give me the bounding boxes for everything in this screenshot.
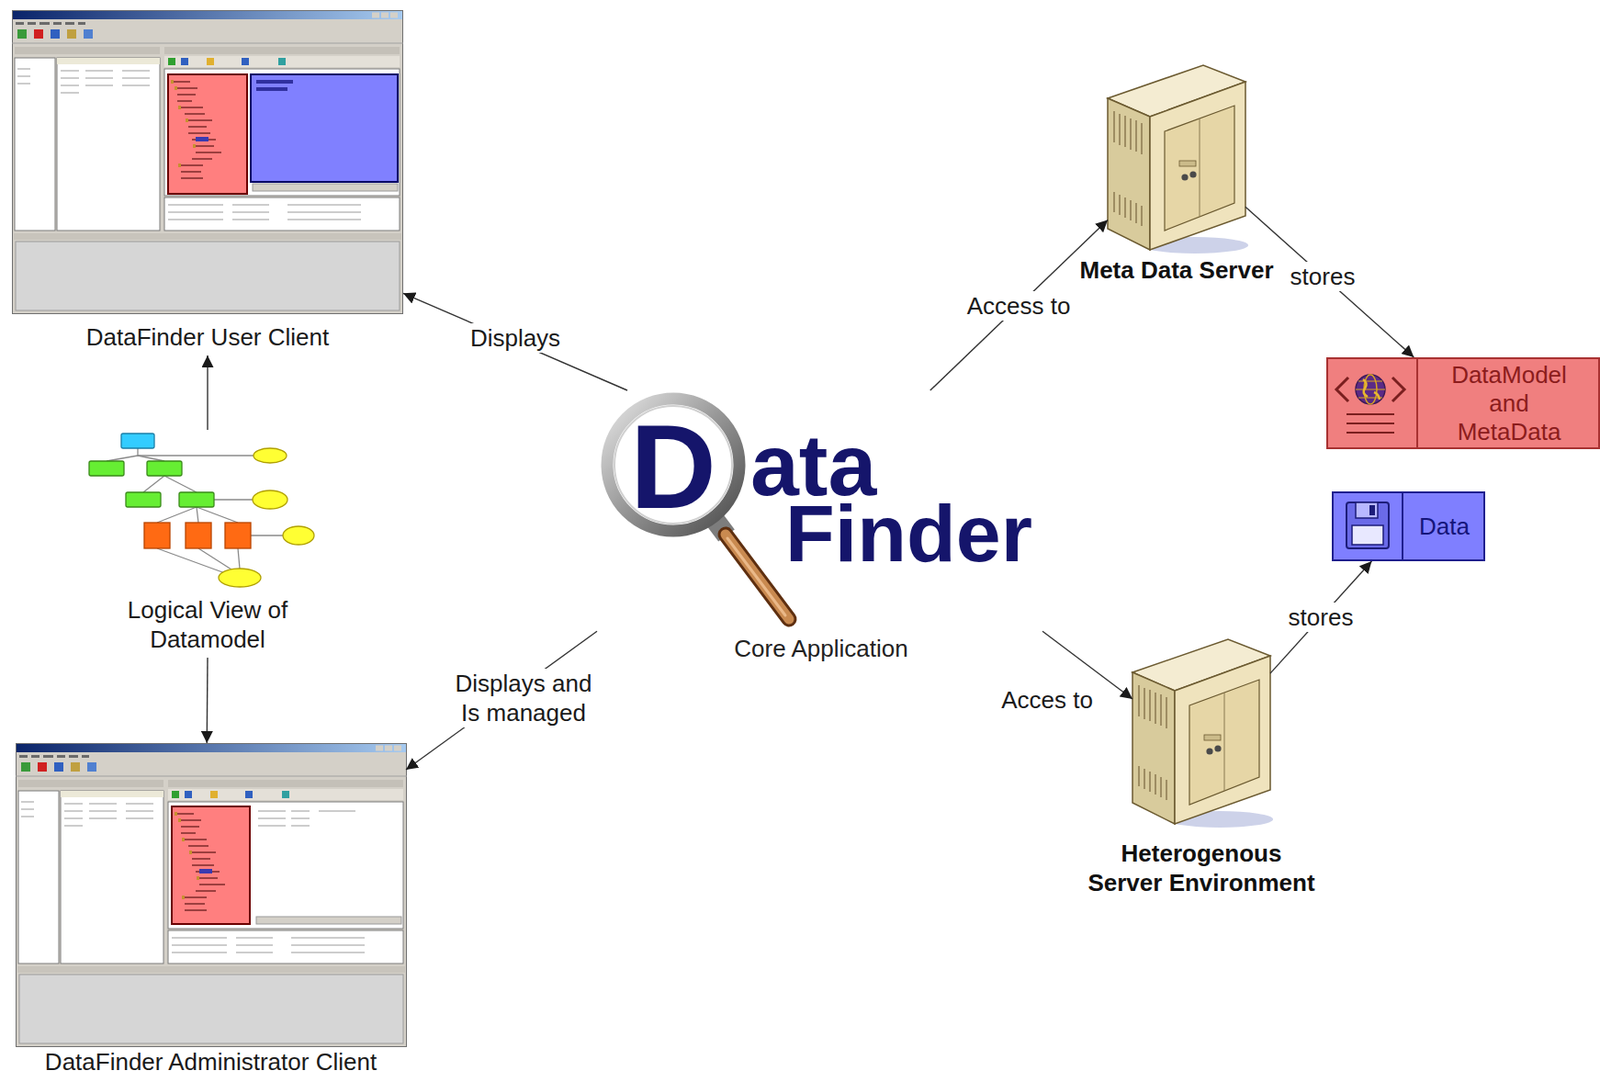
text-holder: DataFinder User Client	[11, 322, 404, 352]
client-window: DataFinder Administrator Client	[15, 743, 406, 1077]
document-icon	[1328, 359, 1419, 448]
node-label: Data	[1405, 511, 1484, 541]
server-icon	[1107, 65, 1249, 254]
edge-label: Displays	[470, 323, 561, 353]
text-holder: Core Application	[683, 633, 959, 664]
app-screenshot	[15, 743, 407, 1048]
core-application: DataFinderCore Application	[597, 390, 1043, 671]
server: Heterogenous Server Environment	[1132, 637, 1271, 827]
label-patch: Acces to	[997, 685, 1097, 715]
edge-label: Displays and Is managed	[450, 668, 598, 728]
text-holder: DataModel and MetaData	[1440, 360, 1578, 447]
storage-box: Data	[1331, 491, 1486, 562]
label-patch: stores	[1286, 261, 1360, 292]
text-holder: D	[607, 406, 740, 527]
label-patch: Access to	[963, 291, 1075, 321]
node-label: Core Application	[683, 633, 959, 664]
storage-box: DataModel and MetaData	[1326, 357, 1600, 450]
node-label: Logical View of Datamodel	[109, 595, 307, 654]
server-icon	[1132, 639, 1274, 828]
text-holder: Logical View of Datamodel	[109, 595, 307, 654]
node-label: Meta Data Server	[1080, 255, 1274, 285]
node-label: DataFinder Administrator Client	[15, 1047, 406, 1077]
label-patch: Displays	[466, 323, 564, 353]
text-holder: Meta Data Server	[1080, 255, 1274, 285]
edge-label: Acces to	[1001, 685, 1093, 715]
connector	[405, 630, 598, 770]
node-label: DataModel and MetaData	[1440, 360, 1578, 447]
connector	[403, 292, 628, 391]
text-holder: DataFinder Administrator Client	[15, 1047, 406, 1077]
logo-text: Finder	[785, 493, 1033, 575]
connector	[1270, 561, 1372, 674]
node-label: DataFinder User Client	[11, 322, 404, 352]
text-holder: Heterogenous Server Environment	[1084, 838, 1319, 898]
node-label: Heterogenous Server Environment	[1084, 838, 1319, 898]
server: Meta Data Server	[1107, 63, 1246, 250]
connector	[206, 355, 208, 430]
edge-label: stores	[1290, 261, 1356, 292]
logo-text: D	[607, 406, 740, 527]
edge-label: stores	[1288, 602, 1354, 632]
connector	[206, 657, 209, 744]
edge-label: Access to	[967, 291, 1071, 321]
text-holder: Data	[1405, 511, 1484, 541]
label-patch: stores	[1284, 602, 1358, 632]
connector	[930, 220, 1108, 391]
datamodel-graph	[89, 433, 315, 587]
floppy-icon	[1333, 493, 1404, 560]
app-screenshot	[11, 11, 404, 315]
datamodel-view: Logical View of Datamodel	[97, 429, 318, 658]
client-window: DataFinder User Client	[11, 10, 404, 356]
label-patch: Displays and Is managed	[446, 668, 601, 728]
text-holder: Finder	[785, 493, 1033, 575]
